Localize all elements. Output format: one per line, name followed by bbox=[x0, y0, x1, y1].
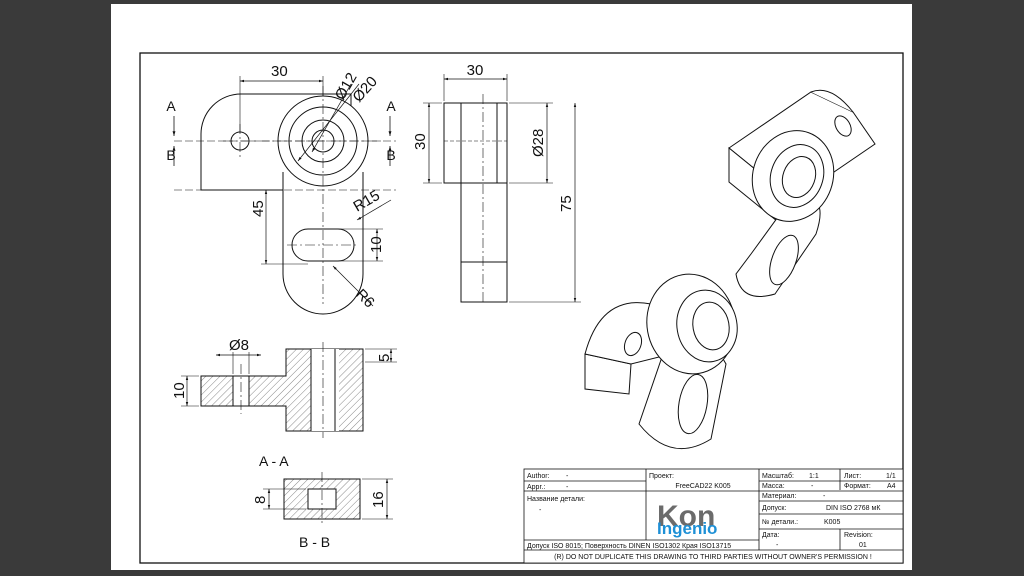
isometric-view-upper bbox=[728, 89, 876, 297]
section-marker-a-left: A bbox=[166, 98, 176, 114]
dim-dia-8: Ø8 bbox=[229, 337, 249, 354]
isometric-view-lower bbox=[584, 273, 738, 450]
revision-label: Revision: bbox=[844, 532, 873, 539]
author-value: - bbox=[566, 473, 569, 480]
section-marker-b-left: B bbox=[166, 147, 175, 163]
side-view-dimension-labels: 30 30 Ø28 75 bbox=[412, 62, 575, 212]
format-label: Формат: bbox=[844, 483, 871, 490]
standards-note: Допуск ISO 8015; Поверхность DINEN ISO13… bbox=[527, 543, 731, 550]
date-value: - bbox=[776, 542, 779, 549]
dim-bb-16: 16 bbox=[370, 491, 387, 508]
side-view bbox=[423, 74, 581, 304]
appr-value: - bbox=[566, 484, 569, 491]
section-marker-b-right: B bbox=[386, 147, 395, 163]
copyright-note: (R) DO NOT DUPLICATE THIS DRAWING TO THI… bbox=[554, 554, 872, 561]
dim-height-5: 5 bbox=[376, 354, 393, 362]
scale-value: 1:1 bbox=[809, 473, 819, 480]
section-a-a-labels: Ø8 5 10 A - A bbox=[171, 337, 393, 469]
top-view bbox=[172, 76, 396, 315]
format-value: A4 bbox=[887, 483, 896, 490]
sheet-label: Лист: bbox=[844, 473, 861, 480]
title-block bbox=[523, 468, 904, 564]
dim-height-45: 45 bbox=[250, 200, 267, 217]
drawing-frame bbox=[139, 52, 904, 564]
section-label-bb: B - B bbox=[299, 534, 330, 550]
company-logo-top: Kon bbox=[657, 500, 715, 533]
part-name-label: Название детали: bbox=[527, 496, 585, 503]
project-label: Проект: bbox=[649, 473, 674, 480]
technical-drawing: 30 Ø12 Ø20 45 R15 10 R6 A B A B 30 30 bbox=[139, 52, 904, 564]
dim-top-width: 30 bbox=[271, 63, 288, 80]
title-block-text: Author: - Appr.: - Проект: FreeCAD22 K00… bbox=[527, 472, 896, 561]
date-label: Дата: bbox=[762, 532, 780, 539]
section-marker-a-right: A bbox=[386, 98, 396, 114]
tolerance-label: Допуск: bbox=[762, 505, 786, 512]
dim-height-75: 75 bbox=[558, 195, 575, 212]
section-label-aa: A - A bbox=[259, 453, 289, 469]
part-no-value: K005 bbox=[824, 519, 840, 526]
material-label: Материал: bbox=[762, 493, 796, 500]
tolerance-value: DIN ISO 2768 мК bbox=[826, 505, 881, 512]
mass-value: - bbox=[811, 483, 814, 490]
section-b-b bbox=[263, 472, 393, 526]
part-no-label: № детали.: bbox=[762, 519, 798, 526]
author-label: Author: bbox=[527, 473, 550, 480]
dim-bb-8: 8 bbox=[252, 496, 269, 504]
project-value: FreeCAD22 K005 bbox=[675, 483, 730, 490]
dim-side-height: 30 bbox=[412, 133, 429, 150]
company-logo-bottom: Ingenio bbox=[657, 519, 717, 538]
material-value: - bbox=[823, 493, 826, 500]
mass-label: Масса: bbox=[762, 483, 785, 490]
appr-label: Appr.: bbox=[527, 484, 545, 491]
dim-side-width: 30 bbox=[467, 62, 484, 79]
drawing-sheet: 30 Ø12 Ø20 45 R15 10 R6 A B A B 30 30 bbox=[111, 4, 912, 570]
part-name-value: - bbox=[539, 507, 542, 514]
dim-slot-10: 10 bbox=[368, 236, 385, 253]
dim-height-10: 10 bbox=[171, 382, 188, 399]
section-b-b-labels: 8 16 B - B bbox=[252, 491, 387, 550]
revision-value: 01 bbox=[859, 542, 867, 549]
sheet-value: 1/1 bbox=[886, 473, 896, 480]
dim-dia-28: Ø28 bbox=[530, 129, 547, 157]
section-a-a bbox=[181, 342, 397, 438]
scale-label: Масштаб: bbox=[762, 472, 794, 480]
